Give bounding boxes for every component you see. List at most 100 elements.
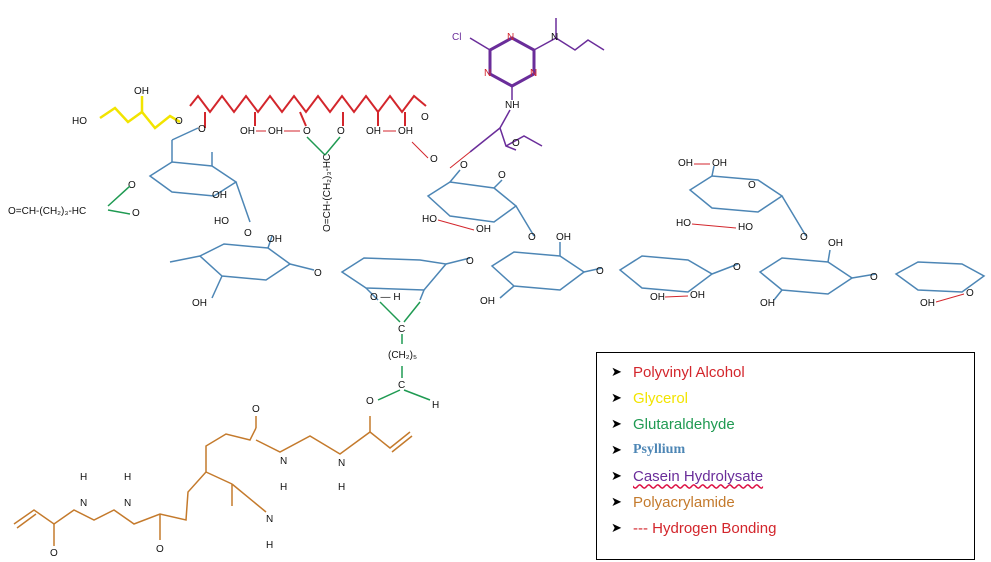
- oh-label: OH: [760, 298, 775, 309]
- oh-label: OH: [267, 234, 282, 245]
- pva-o-1: O: [303, 126, 311, 137]
- o-label: O: [466, 256, 474, 267]
- o-label: O: [748, 180, 756, 191]
- psyllium-atom-labels: O O O OH HO O OH OH O O O O O HO OH O OH…: [128, 124, 974, 309]
- paa-n-1: N: [80, 498, 87, 509]
- pva-chain: [189, 94, 427, 128]
- legend-label: Psyllium: [633, 442, 686, 457]
- pva-oh-4: OH: [398, 126, 413, 137]
- paa-n-2: N: [124, 498, 131, 509]
- center-h: H: [432, 400, 439, 411]
- o-label: O: [733, 262, 741, 273]
- psyllium-backbone: [148, 127, 986, 301]
- pva-o-2: O: [337, 126, 345, 137]
- pva-end-o: O: [421, 112, 429, 123]
- o-label: O: [596, 266, 604, 277]
- o-label: O: [244, 228, 252, 239]
- o-label: O: [132, 208, 140, 219]
- paa-n-3: N: [266, 514, 273, 525]
- center-ch2-5: (CH₂)₅: [388, 350, 417, 361]
- legend-item-psyllium: ➤ Psyllium: [611, 437, 974, 463]
- ho-label: HO: [738, 222, 753, 233]
- o-label: O: [314, 268, 322, 279]
- legend-item-hbond: ➤ --- Hydrogen Bonding: [611, 515, 974, 541]
- casein-cl: Cl: [452, 32, 461, 43]
- oh-label: OH: [690, 290, 705, 301]
- pva-oh-3: OH: [366, 126, 381, 137]
- casein-o: O: [512, 138, 520, 149]
- arrowhead-bullet-icon: ➤: [611, 468, 622, 484]
- oh-label: OH: [212, 190, 227, 201]
- oh-label: OH: [192, 298, 207, 309]
- oh-label: OH: [828, 238, 843, 249]
- glutaraldehyde-bridge-top: [306, 136, 341, 156]
- paa-n-5: N: [338, 458, 345, 469]
- legend-item-pva: ➤ Polyvinyl Alcohol: [611, 359, 974, 385]
- arrowhead-bullet-icon: ➤: [611, 442, 622, 458]
- legend-label: Glutaraldehyde: [633, 415, 735, 433]
- casein-triazine: [488, 36, 536, 88]
- legend-item-casein: ➤ Casein Hydrolysate: [611, 463, 974, 489]
- ho-label: HO: [676, 218, 691, 229]
- aldehyde-left: O=CH-(CH₂)₃-HC: [8, 206, 86, 217]
- legend-label: Casein Hydrolysate: [633, 467, 764, 485]
- arrowhead-bullet-icon: ➤: [611, 494, 622, 510]
- hbond-lines-psyllium: [411, 141, 965, 303]
- paa-h-2: H: [124, 472, 131, 483]
- arrowhead-bullet-icon: ➤: [611, 364, 622, 380]
- o-label: O: [198, 124, 206, 135]
- paa-h-1: H: [80, 472, 87, 483]
- o-label: O: [966, 288, 974, 299]
- aldehyde-vertical: O=CH-(CH₂)₃-HC: [322, 154, 333, 232]
- paa-h-3: H: [266, 540, 273, 551]
- glycerol: [99, 96, 181, 130]
- o-label: O: [460, 160, 468, 171]
- ho-label: HO: [214, 216, 229, 227]
- polyacrylamide: [13, 416, 413, 546]
- legend-item-glutaraldehyde: ➤ Glutaraldehyde: [611, 411, 974, 437]
- paa-o-2: O: [156, 544, 164, 555]
- oh-label: OH: [480, 296, 495, 307]
- center-o-h: O — H: [370, 292, 401, 303]
- oh-label: OH: [650, 292, 665, 303]
- casein-amine-n: N: [551, 32, 558, 43]
- o-label: O: [528, 232, 536, 243]
- paa-o-3: O: [252, 404, 260, 415]
- oh-label: OH: [712, 158, 727, 169]
- o-label: O: [870, 272, 878, 283]
- paa-o-1: O: [50, 548, 58, 559]
- o-label: O: [430, 154, 438, 165]
- arrowhead-bullet-icon: ➤: [611, 390, 622, 406]
- legend-box: ➤ Polyvinyl Alcohol ➤ Glycerol ➤ Glutara…: [596, 352, 975, 560]
- pva-oh-2: OH: [268, 126, 283, 137]
- arrowhead-bullet-icon: ➤: [611, 416, 622, 432]
- triazine-n3: N: [530, 68, 537, 79]
- glutaraldehyde-bridge-center: [377, 301, 431, 401]
- glutaraldehyde-bridge-left: [107, 185, 131, 215]
- arrowhead-bullet-icon: ➤: [611, 520, 622, 536]
- paa-h-4: H: [280, 482, 287, 493]
- glycerol-ho: HO: [72, 116, 87, 127]
- triazine-n2: N: [484, 68, 491, 79]
- oh-label: OH: [556, 232, 571, 243]
- legend-item-polyacrylamide: ➤ Polyacrylamide: [611, 489, 974, 515]
- glycerol-o: O: [175, 116, 183, 127]
- o-label: O: [128, 180, 136, 191]
- o-label: O: [800, 232, 808, 243]
- legend-label: Polyacrylamide: [633, 493, 735, 511]
- center-o: O: [366, 396, 374, 407]
- triazine-n1: N: [507, 32, 514, 43]
- pva-oh-1: OH: [240, 126, 255, 137]
- center-c-top: C: [398, 324, 405, 335]
- legend-item-glycerol: ➤ Glycerol: [611, 385, 974, 411]
- oh-label: OH: [678, 158, 693, 169]
- ho-label: HO: [422, 214, 437, 225]
- oh-label: OH: [920, 298, 935, 309]
- paa-n-4: N: [280, 456, 287, 467]
- oh-label: OH: [476, 224, 491, 235]
- o-label: O: [498, 170, 506, 181]
- paa-h-5: H: [338, 482, 345, 493]
- legend-label: Polyvinyl Alcohol: [633, 363, 745, 381]
- legend-label: --- Hydrogen Bonding: [633, 519, 777, 537]
